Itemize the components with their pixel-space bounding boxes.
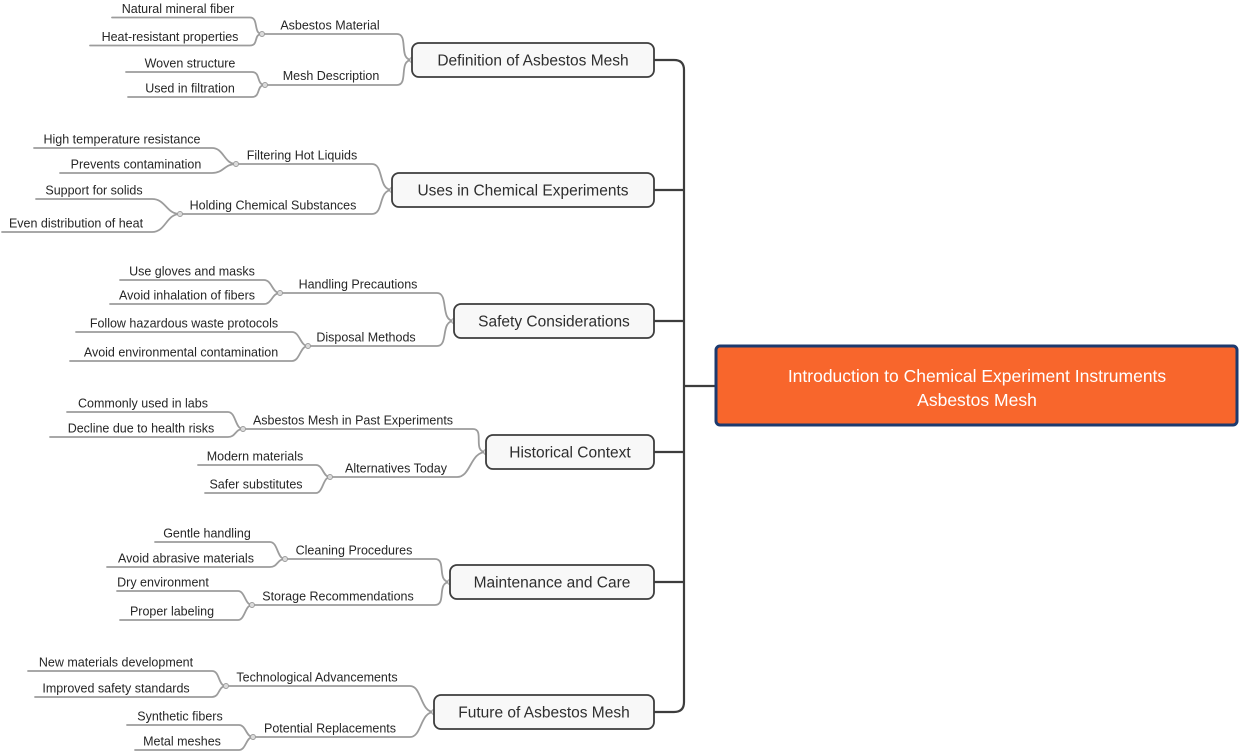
fork-dot <box>305 343 311 349</box>
leaf-label[interactable]: Synthetic fibers <box>137 710 222 724</box>
branch-node-label[interactable]: Uses in Chemical Experiments <box>417 183 628 200</box>
subtopic-label[interactable]: Disposal Methods <box>316 331 415 345</box>
leaf-label[interactable]: Prevents contamination <box>71 158 202 172</box>
subtopic-label[interactable]: Alternatives Today <box>345 462 448 476</box>
leaf-label[interactable]: Support for solids <box>45 184 142 198</box>
leaf-label[interactable]: Woven structure <box>145 57 236 71</box>
subtopic-label[interactable]: Asbestos Mesh in Past Experiments <box>253 414 453 428</box>
leaf-label[interactable]: Even distribution of heat <box>9 217 144 231</box>
branch-node-label[interactable]: Future of Asbestos Mesh <box>458 705 629 722</box>
leaf-label[interactable]: Gentle handling <box>163 527 251 541</box>
connector <box>225 685 435 713</box>
subtopic-label[interactable]: Filtering Hot Liquids <box>247 149 357 163</box>
branch-node-box[interactable] <box>449 564 655 600</box>
leaf-label[interactable]: Improved safety standards <box>42 682 189 696</box>
fork-dot <box>177 211 183 217</box>
leaf-label[interactable]: Metal meshes <box>143 735 221 749</box>
root-node-label-line1[interactable]: Introduction to Chemical Experiment Inst… <box>788 366 1167 386</box>
branch-node-definition[interactable]: Definition of Asbestos Mesh <box>411 42 655 78</box>
branch-node-safety[interactable]: Safety Considerations <box>453 303 655 339</box>
leaf-label[interactable]: Avoid environmental contamination <box>84 346 278 360</box>
branch-node-box[interactable] <box>453 303 655 339</box>
leaf-label[interactable]: Used in filtration <box>145 82 235 96</box>
branch-definition: Asbestos Material Mesh Description Natur… <box>89 2 655 98</box>
connector <box>59 163 237 174</box>
connector <box>251 581 451 606</box>
connector <box>264 59 413 86</box>
connector <box>329 451 487 478</box>
branch-node-historical[interactable]: Historical Context <box>485 434 655 470</box>
branch-node-box[interactable] <box>411 42 655 78</box>
connector <box>261 33 413 61</box>
fork-dot <box>233 161 239 167</box>
subtopic-label[interactable]: Holding Chemical Substances <box>190 199 357 213</box>
leaf-label[interactable]: Safer substitutes <box>209 478 302 492</box>
fork-dot <box>282 556 288 562</box>
subtopic-label[interactable]: Cleaning Procedures <box>296 544 413 558</box>
subtopic-label[interactable]: Asbestos Material <box>280 19 379 33</box>
leaf-label[interactable]: Follow hazardous waste protocols <box>90 317 278 331</box>
branch-node-label[interactable]: Maintenance and Care <box>474 575 631 592</box>
subtopic-label[interactable]: Mesh Description <box>283 69 380 83</box>
fork-dot <box>327 474 333 480</box>
branch-node-label[interactable]: Historical Context <box>509 445 631 462</box>
fork-dot <box>259 31 265 37</box>
connector <box>279 292 455 322</box>
root-node-box[interactable] <box>714 344 1239 427</box>
connector <box>179 189 393 215</box>
connector <box>307 320 455 347</box>
branch-node-box[interactable] <box>391 172 655 208</box>
subtopic-label[interactable]: Potential Replacements <box>264 722 396 736</box>
branch-node-box[interactable] <box>485 434 655 470</box>
subtopic-label[interactable]: Technological Advancements <box>236 671 397 685</box>
fork-dot <box>240 426 246 432</box>
connector <box>242 428 487 453</box>
subtopic-label[interactable]: Handling Precautions <box>299 278 418 292</box>
leaf-label[interactable]: Modern materials <box>207 450 304 464</box>
spine-connectors <box>654 58 716 714</box>
leaf-label[interactable]: Commonly used in labs <box>78 397 208 411</box>
branch-node-label[interactable]: Definition of Asbestos Mesh <box>437 53 628 70</box>
connector <box>35 198 181 215</box>
leaf-label[interactable]: New materials development <box>39 656 194 670</box>
leaf-label[interactable]: Use gloves and masks <box>129 265 255 279</box>
branch-node-box[interactable] <box>433 694 655 730</box>
fork-dot <box>250 734 256 740</box>
branch-node-maintenance[interactable]: Maintenance and Care <box>449 564 655 600</box>
leaf-label[interactable]: Dry environment <box>117 576 209 590</box>
connector <box>116 590 253 606</box>
connector <box>75 331 309 347</box>
connector <box>284 558 451 583</box>
branch-safety: Handling Precautions Disposal Methods Us… <box>69 265 655 362</box>
leaf-label[interactable]: Heat-resistant properties <box>102 30 239 44</box>
branch-maintenance: Cleaning Procedures Storage Recommendati… <box>106 527 655 621</box>
leaf-label[interactable]: Natural mineral fiber <box>122 2 235 16</box>
branch-node-label[interactable]: Safety Considerations <box>478 314 630 331</box>
subtopic-label[interactable]: Storage Recommendations <box>262 590 413 604</box>
spine-bracket <box>654 58 686 714</box>
branch-future: Technological Advancements Potential Rep… <box>27 656 655 751</box>
leaf-label[interactable]: Avoid inhalation of fibers <box>119 289 255 303</box>
fork-dot <box>262 82 268 88</box>
branch-node-uses[interactable]: Uses in Chemical Experiments <box>391 172 655 208</box>
root-node[interactable]: Introduction to Chemical Experiment Inst… <box>714 344 1239 427</box>
branch-uses: Filtering Hot Liquids Holding Chemical S… <box>1 133 655 233</box>
leaf-label[interactable]: Proper labeling <box>130 605 214 619</box>
leaf-label[interactable]: High temperature resistance <box>43 133 200 147</box>
root-node-label-line2[interactable]: Asbestos Mesh <box>917 390 1037 410</box>
connector <box>1 213 181 233</box>
fork-dot <box>223 683 229 689</box>
leaf-label[interactable]: Avoid abrasive materials <box>118 552 254 566</box>
branch-node-future[interactable]: Future of Asbestos Mesh <box>433 694 655 730</box>
branch-historical: Asbestos Mesh in Past Experiments Altern… <box>49 397 655 494</box>
fork-dot <box>277 290 283 296</box>
connector <box>197 464 331 478</box>
fork-dot <box>249 602 255 608</box>
connector <box>252 711 435 738</box>
connector <box>235 163 393 191</box>
leaf-label[interactable]: Decline due to health risks <box>68 422 215 436</box>
